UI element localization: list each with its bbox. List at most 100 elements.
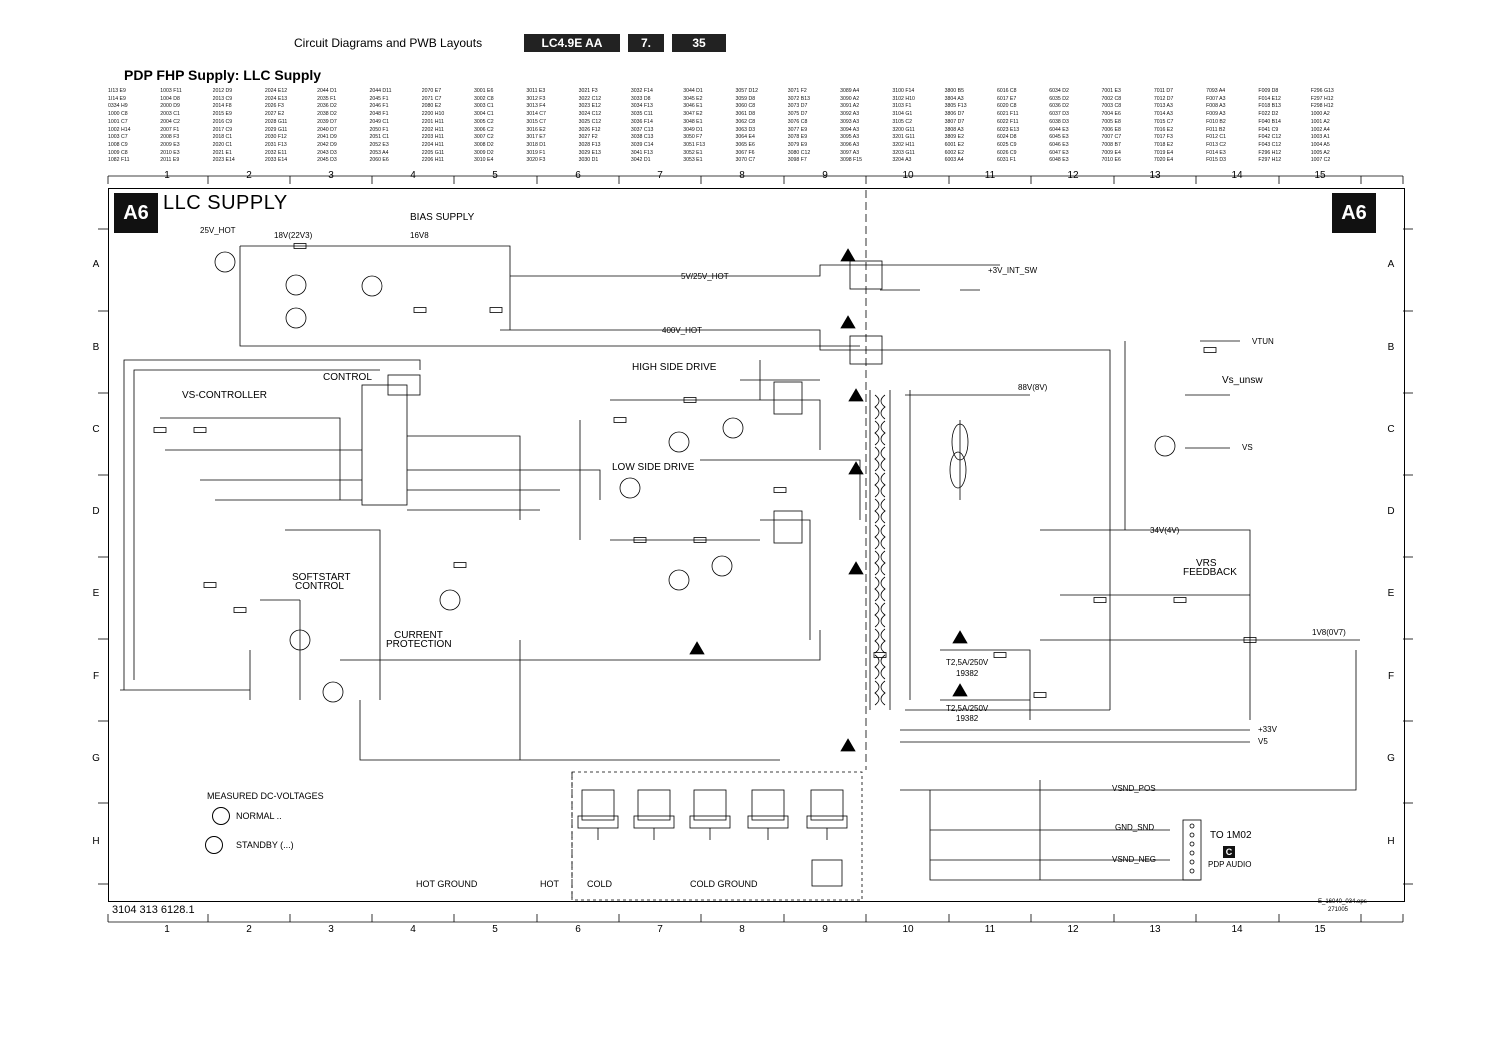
index-entry: 1002 A4 [1310,126,1330,133]
resistor-symbol [453,562,467,568]
index-entry: 2000 D9 [160,103,180,110]
column-number-bottom: 1 [164,924,170,935]
resistor-symbol [693,537,707,543]
transformer-coil [880,654,886,680]
transformer-coil [874,394,880,420]
index-entry: 3039 C14 [630,141,654,148]
net-88v: 88V(8V) [1018,383,1048,392]
index-entry: 2049 C1 [369,118,390,125]
index-entry: 3078 E9 [787,134,808,141]
index-entry: 7001 E3 [1101,88,1121,94]
file-name: E_16040_034.eps [1318,899,1367,905]
sheet-badge-left: A6 [114,193,158,233]
column-number-bottom: 8 [739,924,745,935]
heatsink-clip [689,815,731,829]
transformer-coil [880,394,886,420]
index-entry: 2050 F1 [369,126,389,133]
index-entry: 3203 G11 [892,149,915,156]
index-entry: 6020 C8 [996,103,1017,110]
warning-triangle-icon [840,738,856,752]
index-entry: 3018 D1 [526,141,546,148]
transformer-coil [874,654,880,680]
net-vs: VS [1242,443,1253,452]
index-entry: 3103 F1 [892,103,912,110]
index-entry: 3062 C8 [735,118,756,125]
transistor-symbol [668,431,690,453]
connector-pin [1189,868,1195,874]
index-entry: F010 B2 [1206,118,1226,125]
transformer-coil [874,498,880,524]
index-entry: 3806 D7 [944,111,965,118]
index-entry: 3045 E2 [683,95,703,102]
index-entry: 1000 C8 [108,111,128,118]
index-entry: 7008 B7 [1101,141,1121,148]
index-entry: 1I13 E9 [108,88,126,94]
index-entry: 2030 F12 [264,134,287,141]
index-entry: 3080 C12 [787,149,811,156]
index-entry: 3015 C7 [526,118,546,125]
index-entry: 3016 E2 [526,126,546,133]
resistor-symbol [1203,347,1217,353]
index-entry: 2204 H11 [421,141,444,148]
index-entry: F297 H12 [1310,95,1334,102]
filter-coil [949,451,967,489]
transistor-symbol [711,555,733,577]
row-letter-right: D [1387,506,1395,517]
row-letter-right: C [1387,424,1395,435]
index-entry: 7003 C8 [1101,103,1122,110]
index-entry: 6047 E3 [1049,149,1069,156]
index-entry: 3021 F3 [578,88,598,94]
index-entry: F008 A3 [1206,103,1226,110]
softstart-control-label: CONTROL [295,581,344,592]
index-entry: F013 C2 [1206,141,1227,148]
index-entry: 2043 D3 [317,149,337,156]
column-number-bottom: 13 [1149,924,1161,935]
standby-symbol [205,836,223,854]
index-entry: 2036 D2 [317,103,337,110]
index-entry: 3104 G1 [892,111,913,118]
transistor-symbol [285,274,307,296]
row-letter-left: F [92,671,100,682]
index-entry: 3046 E1 [683,103,703,110]
heatsink-symbol [810,789,844,821]
index-entry: 3052 E1 [683,149,703,156]
row-letter-left: C [92,424,100,435]
index-entry: 3005 C2 [474,118,494,125]
index-entry: 7017 F3 [1153,134,1173,141]
legend-standby: STANDBY (...) [236,840,294,850]
heatsink-symbol [693,789,727,821]
index-entry: 3022 C12 [578,95,602,102]
column-number-bottom: 12 [1067,924,1079,935]
index-entry: 2014 F8 [212,103,232,110]
warning-triangle-icon [848,561,864,575]
index-entry: 3013 F4 [526,103,546,110]
softstart-label: SOFTSTART [292,572,351,583]
index-entry: 3076 C8 [787,118,808,125]
to-connector-label: TO 1M02 [1210,830,1252,841]
connector-pin [1189,841,1195,847]
resistor-symbol [683,397,697,403]
index-entry: 2051 C1 [369,134,390,141]
index-entry: 3028 F13 [578,141,601,148]
index-entry: 2027 E2 [264,111,285,118]
transformer-coil [880,576,886,602]
index-entry: 6026 C9 [996,149,1017,156]
net-3v3-int-sw: +3V_INT_SW [988,266,1038,275]
index-entry: 3065 E6 [735,141,755,148]
index-entry: 3037 C13 [630,126,654,133]
index-entry: 2021 E1 [212,149,232,156]
pdp-audio-label: PDP AUDIO [1208,860,1252,869]
legend-title: MEASURED DC-VOLTAGES [207,791,324,801]
index-entry: F012 C1 [1206,134,1227,141]
index-entry: 2039 D7 [317,118,337,125]
index-entry: 2024 E13 [264,95,288,102]
transistor-symbol [289,629,311,651]
column-number-bottom: 2 [246,924,252,935]
net-vs-unsw: Vs_unsw [1222,375,1263,386]
heatsink-symbol [637,789,671,821]
index-entry: 2016 C9 [212,118,233,125]
